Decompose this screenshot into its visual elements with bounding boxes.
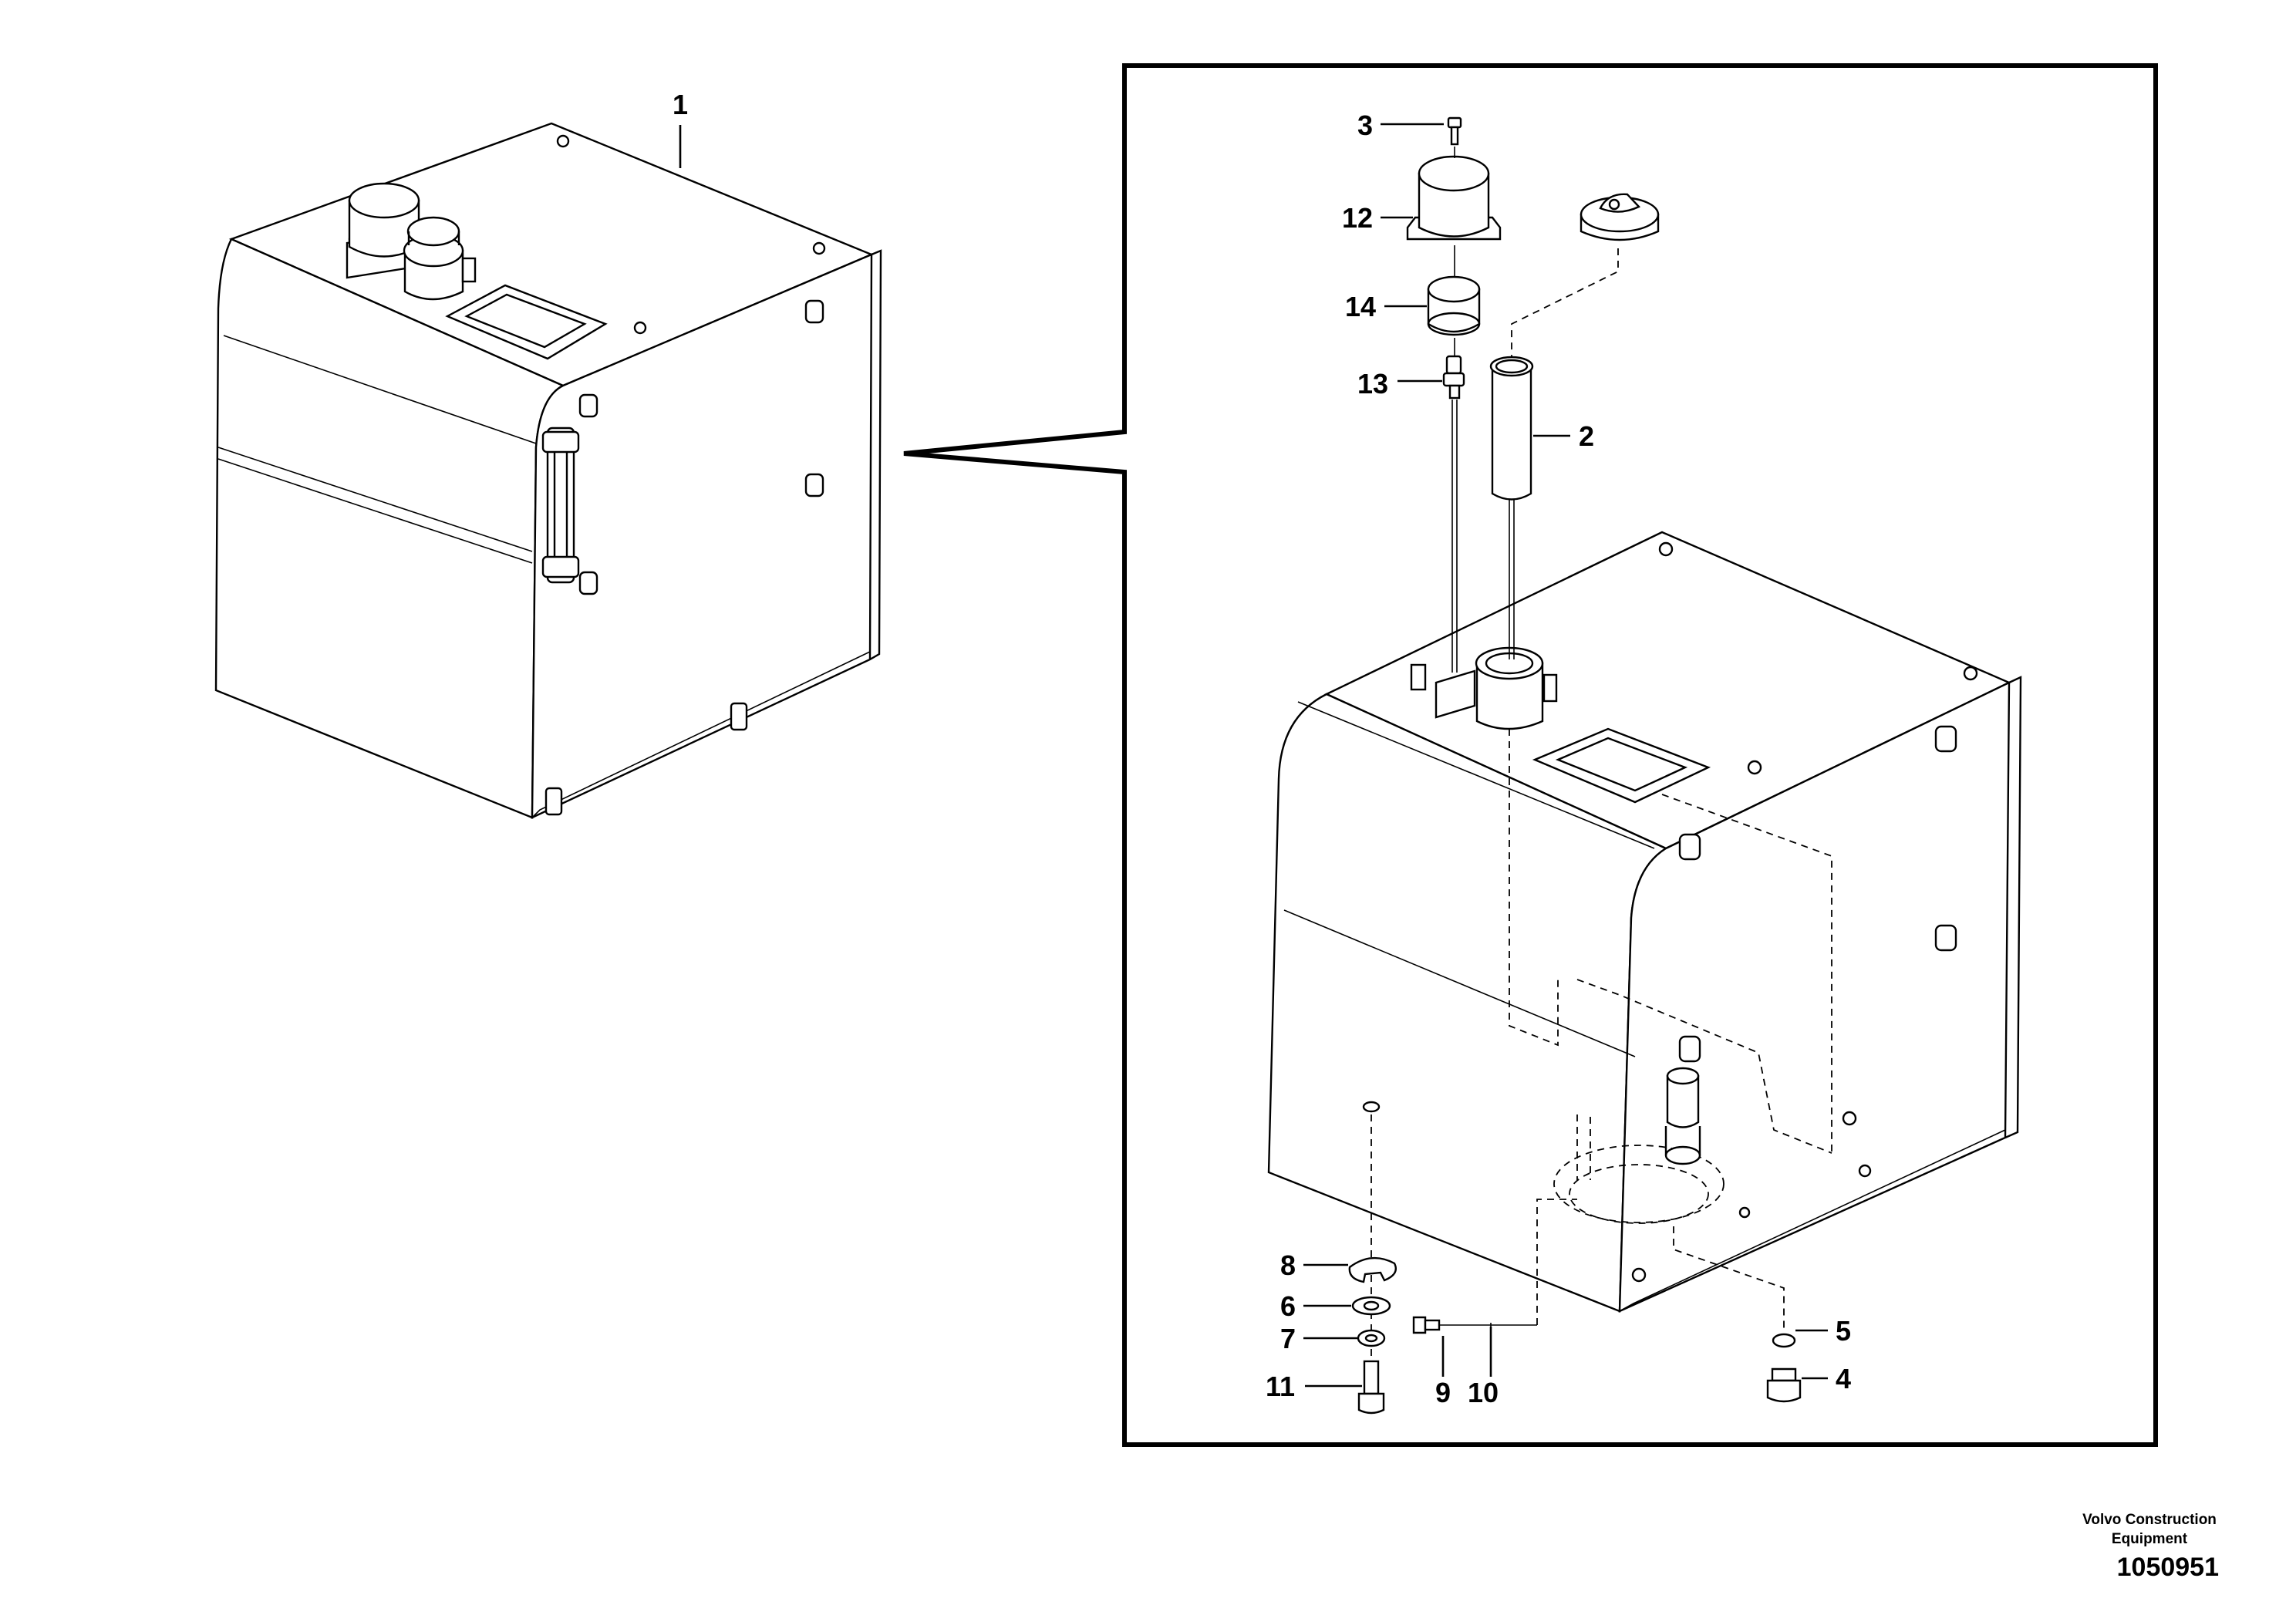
svg-text:11: 11 — [1266, 1371, 1295, 1402]
callout-14: 14 — [1345, 291, 1427, 322]
detail-view-frame — [903, 63, 2158, 1447]
callout-2: 2 — [1533, 420, 1594, 452]
hose-fitting-icon — [1412, 1316, 1537, 1334]
callout-12: 12 — [1342, 202, 1413, 234]
callout-9: 9 — [1435, 1336, 1451, 1408]
svg-text:7: 7 — [1280, 1323, 1296, 1354]
svg-text:5: 5 — [1836, 1315, 1851, 1347]
stud-icon — [578, 299, 824, 595]
svg-text:8: 8 — [1280, 1249, 1296, 1281]
stud-icon — [1678, 725, 1957, 1063]
brand-line-1: Volvo Construction — [2082, 1512, 2217, 1528]
svg-text:12: 12 — [1342, 202, 1373, 234]
callout-3: 3 — [1357, 110, 1444, 141]
fastener-stack — [1348, 1101, 1397, 1415]
access-cover-icon — [445, 284, 608, 360]
filler-neck-base-icon — [1410, 646, 1558, 730]
svg-text:1: 1 — [673, 89, 688, 120]
breather-filter-icon — [346, 182, 422, 279]
callout-6: 6 — [1280, 1290, 1351, 1322]
drawing-number: 1050951 — [2116, 1553, 2219, 1582]
assembled-tank — [214, 122, 882, 819]
svg-text:3: 3 — [1357, 110, 1373, 141]
callout-11: 11 — [1266, 1371, 1362, 1402]
svg-text:10: 10 — [1468, 1377, 1499, 1408]
svg-text:9: 9 — [1435, 1377, 1451, 1408]
callout-8: 8 — [1280, 1249, 1348, 1281]
strainer-tube-icon — [1489, 356, 1534, 501]
callout-5: 5 — [1795, 1315, 1851, 1347]
callout-1: 1 — [673, 89, 688, 168]
svg-text:14: 14 — [1345, 291, 1376, 322]
svg-text:6: 6 — [1280, 1290, 1296, 1322]
brand-line-2: Equipment — [2111, 1531, 2188, 1547]
drain-plug-icon — [1766, 1333, 1802, 1403]
sight-gauge-icon — [541, 427, 580, 584]
callout-7: 7 — [1280, 1323, 1357, 1354]
hidden-internal-parts — [1509, 729, 1832, 1224]
callout-10: 10 — [1468, 1327, 1499, 1408]
svg-text:4: 4 — [1836, 1363, 1851, 1394]
access-cover-icon — [1532, 727, 1711, 804]
filler-cap-icon — [1580, 193, 1660, 241]
breather-housing-icon — [1406, 155, 1502, 241]
suction-pipe-icon — [1664, 1067, 1701, 1165]
svg-text:2: 2 — [1579, 420, 1594, 452]
screw-icon — [1447, 116, 1462, 146]
filter-element-icon — [1427, 275, 1481, 336]
svg-text:13: 13 — [1357, 368, 1388, 400]
exploded-tank — [1267, 531, 2022, 1313]
manufacturer-label: Volvo Construction Equipment — [2065, 1510, 2234, 1549]
callout-13: 13 — [1357, 368, 1442, 400]
fitting-icon — [1442, 355, 1465, 400]
drain-plug-icon — [544, 702, 748, 816]
filler-cap-icon — [403, 216, 477, 301]
callout-4: 4 — [1802, 1363, 1851, 1394]
